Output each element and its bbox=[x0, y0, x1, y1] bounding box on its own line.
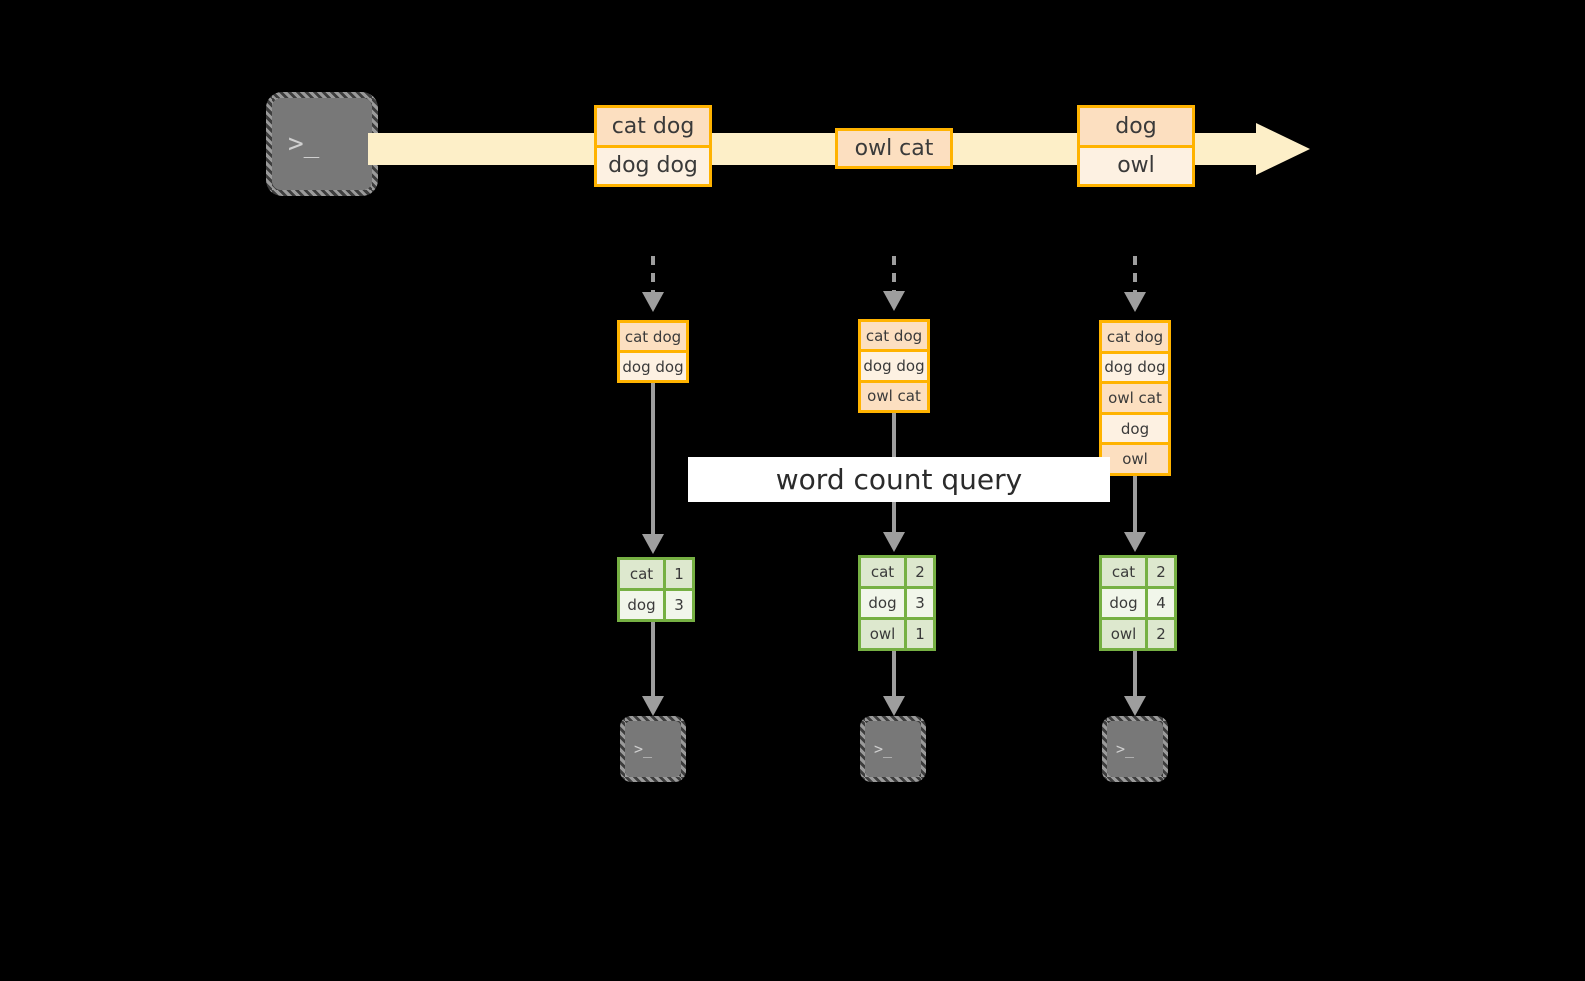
input-row: cat dog bbox=[620, 323, 686, 353]
terminal-prompt-text: >_ bbox=[288, 129, 320, 159]
sink-terminal-icon-2: >_ bbox=[860, 716, 926, 782]
result-row: dog 3 bbox=[861, 589, 933, 620]
query-label-text: word count query bbox=[775, 463, 1023, 496]
query-label: word count query bbox=[688, 457, 1110, 502]
result-row: owl 2 bbox=[1102, 620, 1174, 648]
input-row: dog bbox=[1102, 414, 1168, 446]
stream-batch-1: cat dog dog dog bbox=[594, 105, 712, 187]
input-row: cat dog bbox=[861, 322, 927, 353]
input-row: owl cat bbox=[1102, 384, 1168, 415]
result-word: cat bbox=[861, 558, 907, 586]
result-table-1: cat 1 dog 3 bbox=[617, 557, 695, 622]
input-to-result-arrowhead-2 bbox=[883, 532, 905, 552]
stream-to-input-arrowhead-2 bbox=[883, 291, 905, 311]
result-count: 1 bbox=[907, 620, 933, 648]
result-count: 2 bbox=[1148, 620, 1174, 648]
input-row: dog dog bbox=[861, 352, 927, 383]
result-to-sink-connector-3 bbox=[1133, 651, 1137, 700]
input-to-result-arrowhead-1 bbox=[642, 534, 664, 554]
result-table-3: cat 2 dog 4 owl 2 bbox=[1099, 555, 1177, 651]
batch-line: owl bbox=[1080, 147, 1192, 184]
batch-line: cat dog bbox=[597, 108, 709, 148]
result-to-sink-arrowhead-1 bbox=[642, 696, 664, 716]
input-to-result-arrowhead-3 bbox=[1124, 532, 1146, 552]
stream-to-input-connector-1 bbox=[651, 256, 655, 294]
result-to-sink-connector-2 bbox=[892, 651, 896, 700]
stream-to-input-arrowhead-1 bbox=[642, 292, 664, 312]
input-table-1: cat dog dog dog bbox=[617, 320, 689, 383]
stream-to-input-arrowhead-3 bbox=[1124, 292, 1146, 312]
result-count: 3 bbox=[907, 589, 933, 617]
result-word: dog bbox=[861, 589, 907, 617]
result-count: 4 bbox=[1148, 589, 1174, 617]
result-to-sink-arrowhead-2 bbox=[883, 696, 905, 716]
stream-arrow-head bbox=[1256, 123, 1310, 175]
result-row: cat 1 bbox=[620, 560, 692, 591]
result-row: dog 4 bbox=[1102, 589, 1174, 620]
input-row: dog dog bbox=[1102, 353, 1168, 385]
input-row: owl bbox=[1102, 445, 1168, 473]
stream-batch-2: owl cat bbox=[835, 128, 953, 169]
source-terminal-icon: >_ bbox=[266, 92, 378, 196]
terminal-prompt-text: >_ bbox=[634, 739, 653, 758]
result-row: owl 1 bbox=[861, 620, 933, 648]
sink-terminal-icon-1: >_ bbox=[620, 716, 686, 782]
batch-line: dog dog bbox=[597, 147, 709, 184]
input-row: owl cat bbox=[861, 382, 927, 410]
result-row: dog 3 bbox=[620, 591, 692, 619]
stream-batch-3: dog owl bbox=[1077, 105, 1195, 187]
result-to-sink-connector-1 bbox=[651, 622, 655, 700]
result-table-2: cat 2 dog 3 owl 1 bbox=[858, 555, 936, 651]
result-word: dog bbox=[1102, 589, 1148, 617]
result-word: owl bbox=[1102, 620, 1148, 648]
result-count: 2 bbox=[907, 558, 933, 586]
result-count: 3 bbox=[666, 591, 692, 619]
input-to-result-connector-1 bbox=[651, 383, 655, 539]
terminal-prompt-text: >_ bbox=[874, 739, 893, 758]
input-row: cat dog bbox=[1102, 323, 1168, 354]
result-word: dog bbox=[620, 591, 666, 619]
sink-terminal-icon-3: >_ bbox=[1102, 716, 1168, 782]
batch-line: dog bbox=[1080, 108, 1192, 148]
result-word: cat bbox=[620, 560, 666, 588]
result-word: owl bbox=[861, 620, 907, 648]
input-row: dog dog bbox=[620, 353, 686, 380]
input-table-2: cat dog dog dog owl cat bbox=[858, 319, 930, 413]
terminal-prompt-text: >_ bbox=[1116, 739, 1135, 758]
stream-to-input-connector-3 bbox=[1133, 256, 1137, 294]
result-row: cat 2 bbox=[861, 558, 933, 589]
stream-to-input-connector-2 bbox=[892, 256, 896, 293]
result-to-sink-arrowhead-3 bbox=[1124, 696, 1146, 716]
result-word: cat bbox=[1102, 558, 1148, 586]
input-to-result-connector-3 bbox=[1133, 476, 1137, 537]
batch-line: owl cat bbox=[838, 131, 950, 166]
result-count: 2 bbox=[1148, 558, 1174, 586]
result-count: 1 bbox=[666, 560, 692, 588]
result-row: cat 2 bbox=[1102, 558, 1174, 589]
input-table-3: cat dog dog dog owl cat dog owl bbox=[1099, 320, 1171, 476]
